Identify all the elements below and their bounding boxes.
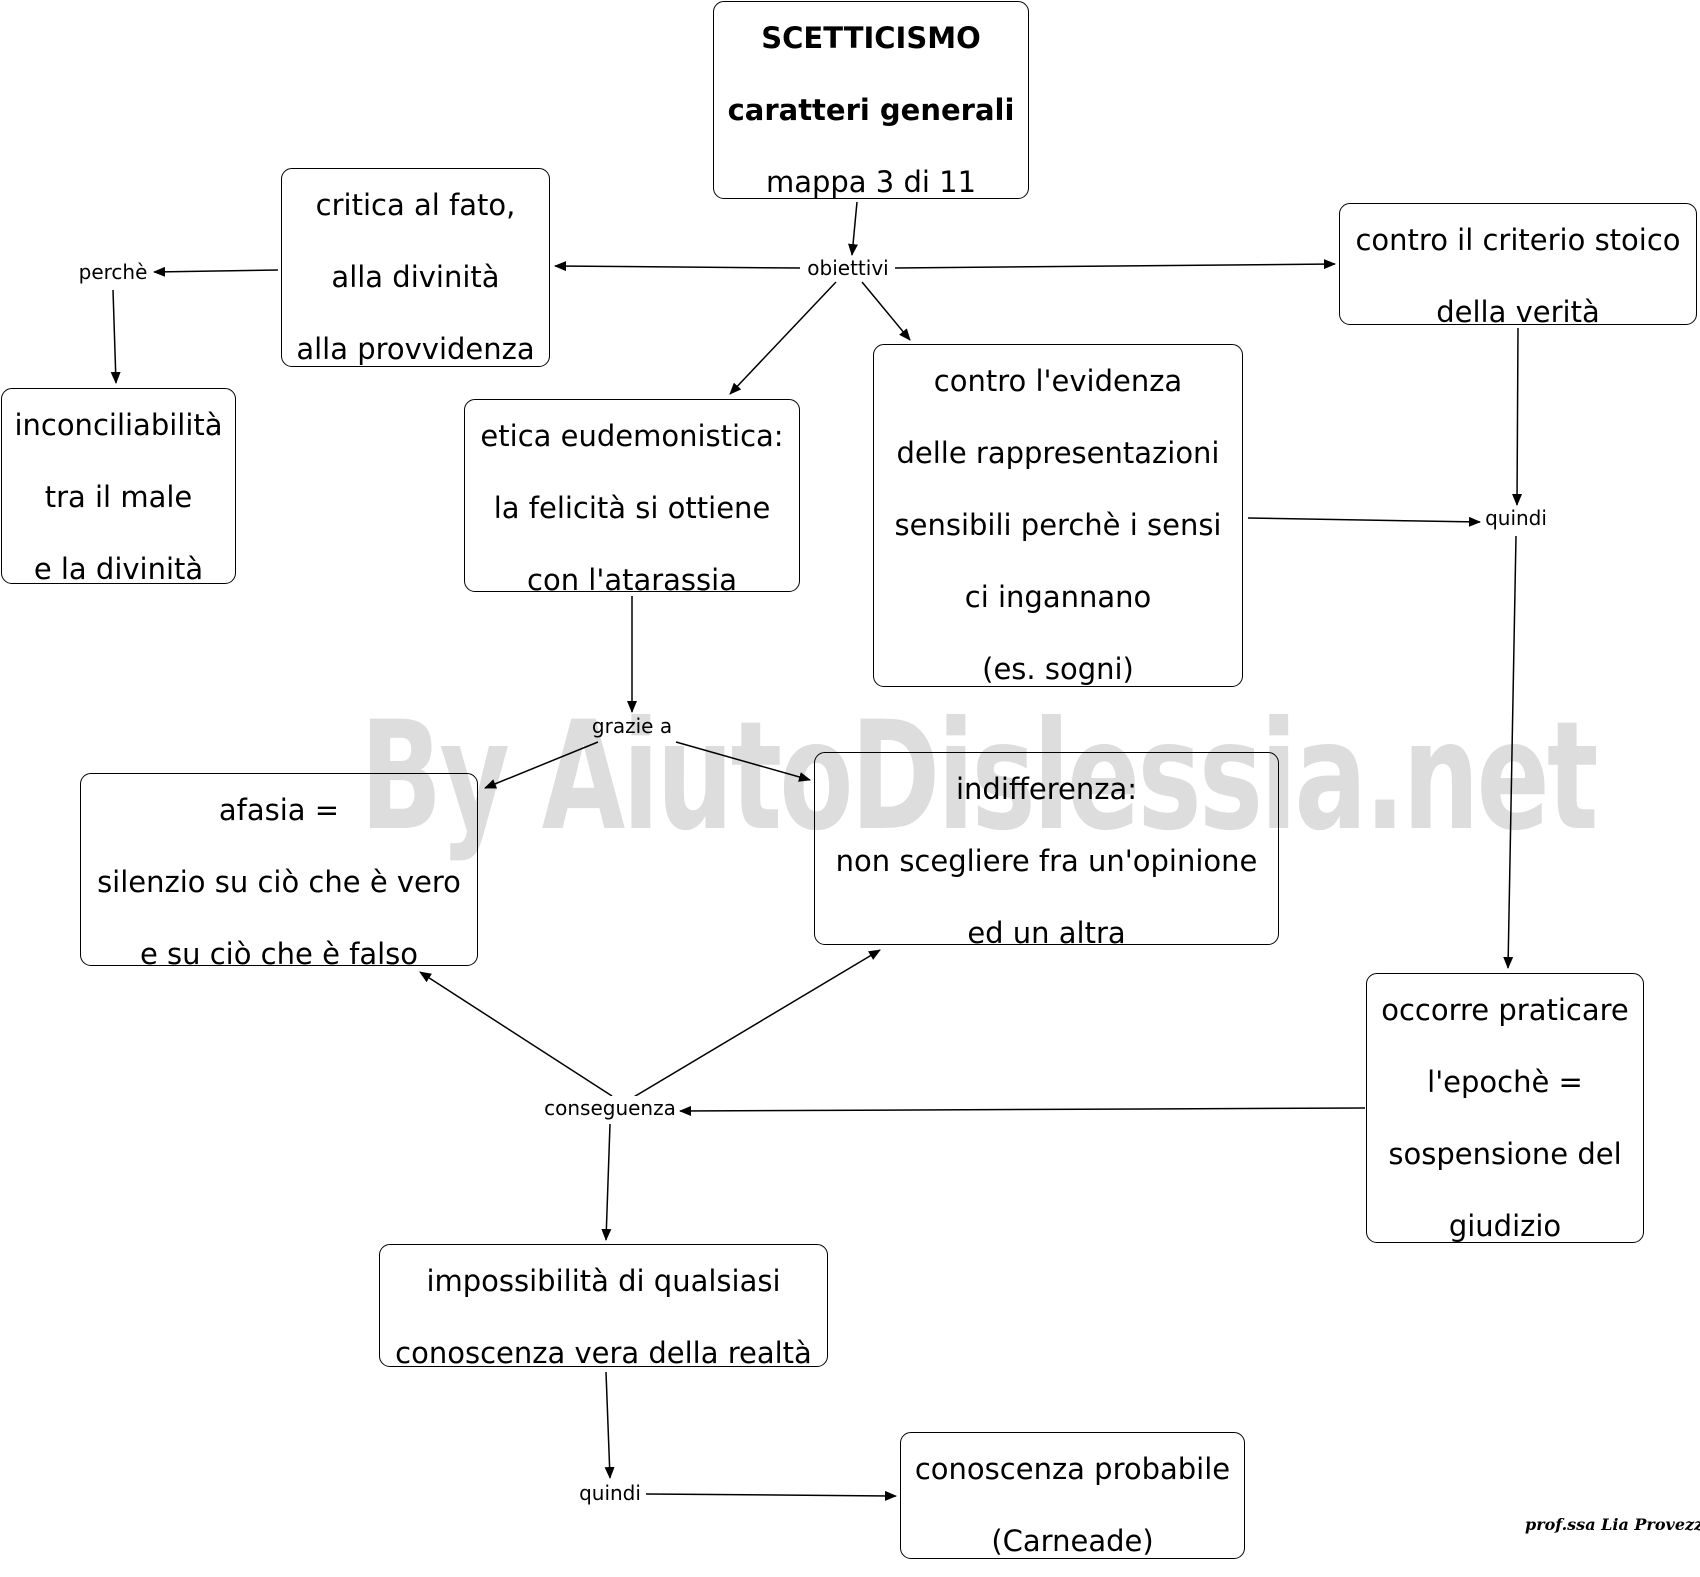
node-text: critica al fato,	[315, 188, 516, 222]
node-text: indifferenza:	[956, 772, 1137, 806]
node-text: tra il male	[44, 480, 193, 514]
link-quindi-epoche	[1503, 535, 1517, 969]
label-quindi-bottom: quindi	[577, 1481, 643, 1505]
label-conseguenza: conseguenza	[542, 1096, 678, 1120]
label-obiettivi: obiettivi	[805, 256, 891, 280]
title-heading: SCETTICISMO	[761, 21, 981, 55]
node-text: giudizio	[1448, 1209, 1562, 1243]
label-quindi-right: quindi	[1483, 506, 1549, 530]
node-text: contro il criterio stoico	[1355, 223, 1681, 257]
link-impossibilita-quindi	[604, 1371, 615, 1479]
node-text: sospensione del	[1388, 1137, 1622, 1171]
link-obiettivi-etica	[729, 281, 837, 395]
link-obiettivi-evidenza	[861, 281, 911, 341]
link-critica-perche	[153, 266, 279, 277]
node-etica: etica eudemonistica: la felicità si otti…	[464, 399, 800, 597]
node-text: alla provvidenza	[296, 332, 535, 366]
node-text: ci ingannano	[964, 580, 1152, 614]
node-probabile: conoscenza probabile (Carneade)	[900, 1432, 1245, 1559]
link-grazie-indifferenza	[675, 741, 811, 782]
link-conseguenza-afasia	[419, 971, 613, 1097]
node-afasia: afasia = silenzio su ciò che è vero e su…	[80, 773, 478, 971]
node-critica: critica al fato, alla divinità alla prov…	[281, 168, 550, 367]
node-text: sensibili perchè i sensi	[894, 508, 1222, 542]
node-text: contro l'evidenza	[933, 364, 1183, 398]
node-epoche: occorre praticare l'epochè = sospensione…	[1366, 973, 1644, 1243]
title-subheading: caratteri generali	[727, 93, 1015, 127]
node-text: occorre praticare	[1381, 993, 1629, 1027]
author-signature: prof.ssa Lia Provezza	[1525, 1515, 1700, 1534]
node-inconciliabilita: inconciliabilità tra il male e la divini…	[1, 388, 236, 586]
link-conseguenza-indifferenza	[631, 949, 881, 1099]
title-map-number: mappa 3 di 11	[765, 165, 977, 199]
link-obiettivi-critica	[554, 261, 801, 272]
link-title-obiettivi	[848, 201, 859, 256]
link-epoche-conseguenza	[679, 1105, 1366, 1116]
link-grazie-afasia	[484, 741, 599, 789]
link-obiettivi-criterio	[894, 259, 1336, 270]
node-text: silenzio su ciò che è vero	[97, 865, 461, 899]
node-text: delle rappresentazioni	[896, 436, 1220, 470]
node-text: (Carneade)	[991, 1524, 1154, 1558]
node-text: afasia =	[218, 793, 340, 827]
node-text: (es. sogni)	[982, 652, 1134, 686]
node-text: conoscenza vera della realtà	[395, 1336, 812, 1370]
link-perche-inconciliabilita	[110, 289, 121, 384]
node-text: conoscenza probabile	[914, 1452, 1231, 1486]
node-indifferenza: indifferenza: non scegliere fra un'opini…	[814, 752, 1279, 950]
node-text: inconciliabilità	[14, 408, 223, 442]
link-evidenza-quindi	[1247, 516, 1481, 527]
node-text: della verità	[1436, 295, 1600, 329]
link-conseguenza-impossibilita	[601, 1123, 612, 1241]
node-text: e su ciò che è falso	[139, 937, 419, 971]
node-text: etica eudemonistica:	[480, 419, 784, 453]
node-text: e la divinità	[33, 552, 204, 586]
node-text: non scegliere fra un'opinione	[835, 844, 1258, 878]
node-criterio: contro il criterio stoico della verità	[1339, 203, 1697, 329]
node-evidenza: contro l'evidenza delle rappresentazioni…	[873, 344, 1243, 687]
link-quindi-probabile	[645, 1490, 897, 1501]
link-criterio-quindi	[1512, 327, 1523, 506]
node-text: alla divinità	[331, 260, 500, 294]
node-impossibilita: impossibilità di qualsiasi conoscenza ve…	[379, 1244, 828, 1370]
node-text: con l'atarassia	[527, 563, 737, 597]
label-perche: perchè	[76, 260, 150, 284]
node-text: ed un altra	[967, 916, 1126, 950]
label-grazie-a: grazie a	[589, 714, 675, 738]
node-text: l'epochè =	[1427, 1065, 1583, 1099]
node-title: SCETTICISMO caratteri generali mappa 3 d…	[713, 1, 1029, 199]
node-text: impossibilità di qualsiasi	[426, 1264, 781, 1298]
node-text: la felicità si ottiene	[493, 491, 771, 525]
